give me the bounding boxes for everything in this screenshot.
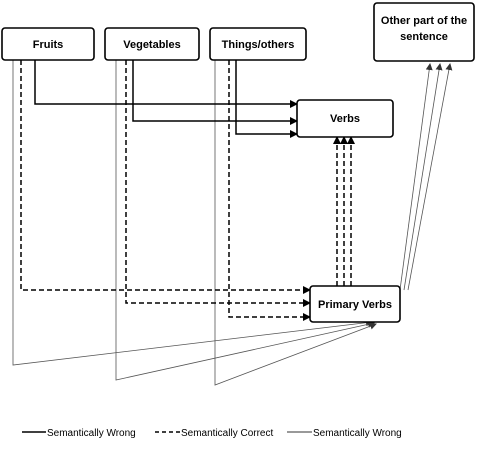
node-verbs-label: Verbs — [330, 113, 360, 125]
node-vegetables: Vegetables — [104, 27, 200, 61]
dashed-connectors-up — [333, 136, 355, 286]
node-things-label: Things/others — [222, 39, 295, 51]
dashed-connectors — [20, 60, 311, 321]
node-verbs: Verbs — [296, 99, 394, 138]
node-fruits-label: Fruits — [33, 39, 64, 51]
legend-solid-thin-label: Semantically Wrong — [313, 428, 402, 439]
thin-connectors — [12, 60, 377, 386]
node-other-part-label-line1: Other part of the — [381, 15, 467, 27]
node-vegetables-label: Vegetables — [123, 39, 180, 51]
node-things: Things/others — [209, 27, 307, 61]
legend: Semantically Wrong Semantically Correct … — [22, 428, 402, 439]
legend-dashed-label: Semantically Correct — [181, 428, 273, 439]
node-other-part: Other part of the sentence — [373, 2, 475, 62]
thin-connectors-up — [399, 63, 453, 291]
node-primary-verbs-label: Primary Verbs — [318, 299, 392, 311]
solid-connectors — [34, 60, 298, 138]
node-primary-verbs: Primary Verbs — [309, 285, 401, 323]
node-other-part-label-line2: sentence — [400, 31, 448, 43]
legend-solid-thick-label: Semantically Wrong — [47, 428, 136, 439]
node-fruits: Fruits — [1, 27, 95, 61]
